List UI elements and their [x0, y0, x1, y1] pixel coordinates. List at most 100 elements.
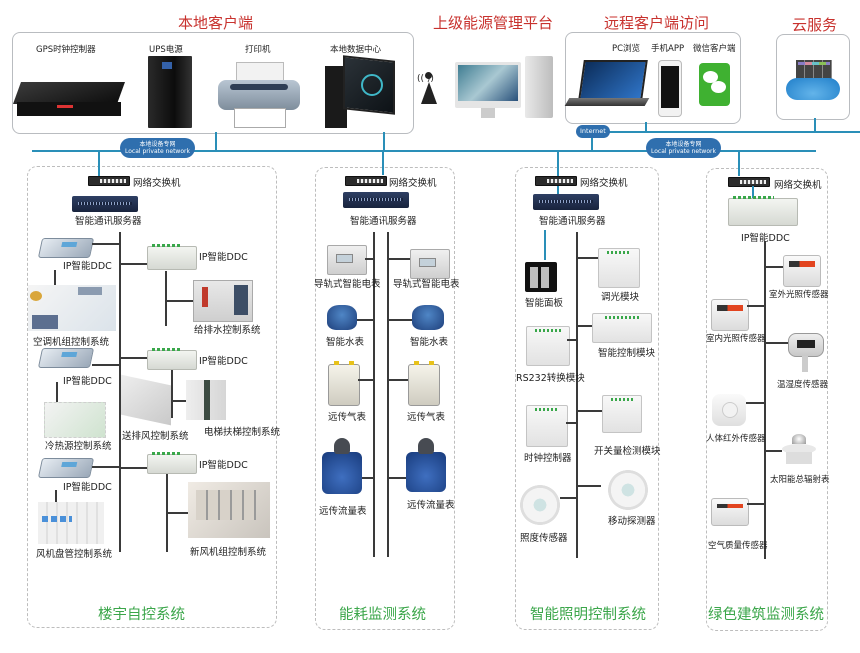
gas-meter-label: 远传气表	[328, 412, 367, 423]
din-rail-meter-icon	[327, 245, 367, 275]
smart-control-module-label: 智能控制模块	[598, 348, 656, 359]
air-quality-sensor-label: 空气质量传感器	[708, 541, 768, 551]
connector	[55, 490, 57, 504]
ip-ddc-icon	[147, 348, 197, 370]
motion-detector-icon	[608, 470, 648, 510]
solar-radiation-meter-icon	[782, 434, 816, 466]
antenna-icon: (( ))	[417, 72, 441, 106]
ip-ddc-icon	[37, 458, 95, 478]
connector	[165, 271, 167, 326]
laptop-icon	[564, 60, 650, 110]
dimming-module-icon	[598, 248, 640, 288]
bus-line-left	[373, 232, 375, 557]
indoor-light-sensor-icon	[711, 299, 749, 331]
switch-detect-module-icon	[602, 395, 642, 433]
smart-panel-label: 智能面板	[525, 298, 564, 309]
connector	[389, 379, 408, 381]
ip-ddc-label: IP智能DDC	[199, 356, 248, 367]
internet-to-local-link	[591, 135, 593, 151]
printer-label: 打印机	[245, 45, 271, 55]
printer-icon	[218, 62, 300, 128]
outdoor-light-sensor-label: 室外光照传感器	[769, 290, 829, 300]
din-rail-meter-label: 导轨式智能电表	[393, 279, 460, 290]
gas-meter-label: 远传气表	[407, 412, 446, 423]
clock-controller-icon	[526, 405, 568, 447]
green-building-title: 绿色建筑监测系统	[708, 607, 824, 623]
connector	[365, 258, 373, 260]
connector	[56, 382, 58, 406]
connector	[389, 258, 410, 260]
ventilation-control-label: 送排风控制系统	[122, 431, 189, 442]
connector	[165, 300, 193, 302]
network-switch-label: 网络交换机	[580, 178, 628, 189]
ip-ddc-icon	[147, 244, 197, 270]
switch-link	[98, 150, 100, 176]
din-rail-meter-icon	[410, 249, 450, 279]
wechat-icon	[699, 63, 730, 106]
solar-radiation-meter-label: 太阳能总辐射表	[770, 475, 830, 485]
connector	[166, 512, 188, 514]
remote-access-title: 远程客户端访问	[604, 14, 710, 32]
illuminance-sensor-icon	[520, 485, 560, 525]
building-automation-panel	[27, 166, 277, 628]
local-network-cloud-right: 本地设备专网 Local private network	[647, 139, 720, 157]
switch-link	[557, 150, 559, 198]
local-network-cn-label: 本地设备专网	[139, 141, 176, 148]
connector	[362, 477, 373, 479]
connector	[747, 503, 764, 505]
connector	[358, 379, 373, 381]
local-network-cloud-left: 本地设备专网 Local private network	[121, 139, 194, 157]
ip-ddc-icon	[728, 196, 798, 226]
flow-meter-label: 远传流量表	[407, 500, 455, 511]
flow-meter-icon	[322, 438, 362, 494]
connector	[576, 257, 598, 259]
ip-ddc-icon	[37, 348, 95, 368]
network-switch-icon	[88, 176, 130, 186]
fan-coil-control-label: 风机盘管控制系统	[36, 549, 113, 560]
connector	[746, 402, 764, 404]
connector	[119, 467, 147, 469]
connector	[119, 263, 147, 265]
temp-humidity-sensor-icon	[788, 333, 824, 372]
ups-label: UPS电源	[149, 45, 183, 55]
connector	[576, 410, 602, 412]
cloud-server-icon	[786, 60, 840, 104]
ip-ddc-label: IP智能DDC	[199, 252, 248, 263]
outdoor-light-sensor-icon	[783, 255, 821, 287]
gps-clock-label: GPS时钟控制器	[36, 45, 96, 55]
bus-line	[764, 241, 766, 559]
connector	[92, 364, 119, 366]
bus-line	[576, 232, 578, 558]
network-switch-icon	[728, 177, 770, 187]
smart-control-module-icon	[592, 313, 652, 343]
fresh-air-control-label: 新风机组控制系统	[190, 547, 267, 558]
network-switch-icon	[535, 176, 577, 186]
upper-platform-link	[383, 132, 385, 150]
water-meter-icon	[327, 305, 357, 330]
pir-sensor-label: 人体红外传感器	[706, 434, 766, 444]
elevator-system-icon	[186, 380, 226, 420]
gas-meter-icon	[328, 361, 360, 406]
connector	[54, 270, 56, 290]
ip-ddc-icon	[147, 452, 197, 474]
local-datacenter-label: 本地数据中心	[330, 45, 382, 55]
dimming-module-label: 调光模块	[601, 292, 640, 303]
local-client-link	[215, 132, 217, 150]
connector	[171, 370, 173, 418]
ac-unit-diagram-icon	[28, 285, 116, 331]
network-switch-label: 网络交换机	[389, 178, 437, 189]
ip-ddc-label: IP智能DDC	[63, 261, 112, 272]
cloud-link	[814, 118, 816, 132]
comm-server-icon	[72, 196, 138, 212]
remote-access-link	[645, 122, 647, 132]
comm-server-label: 智能通讯服务器	[75, 216, 142, 227]
connector	[171, 400, 187, 402]
temp-humidity-sensor-label: 温湿度传感器	[777, 380, 829, 390]
switch-detect-module-label: 开关量检测模块	[594, 446, 661, 457]
wechat-client-label: 微信客户端	[693, 44, 736, 54]
cooling-heating-control-label: 冷热源控制系统	[45, 441, 112, 452]
gps-clock-icon	[12, 82, 126, 118]
bus-line-right	[387, 232, 389, 557]
cooling-heating-diagram-icon	[44, 402, 106, 438]
connector	[119, 357, 147, 359]
